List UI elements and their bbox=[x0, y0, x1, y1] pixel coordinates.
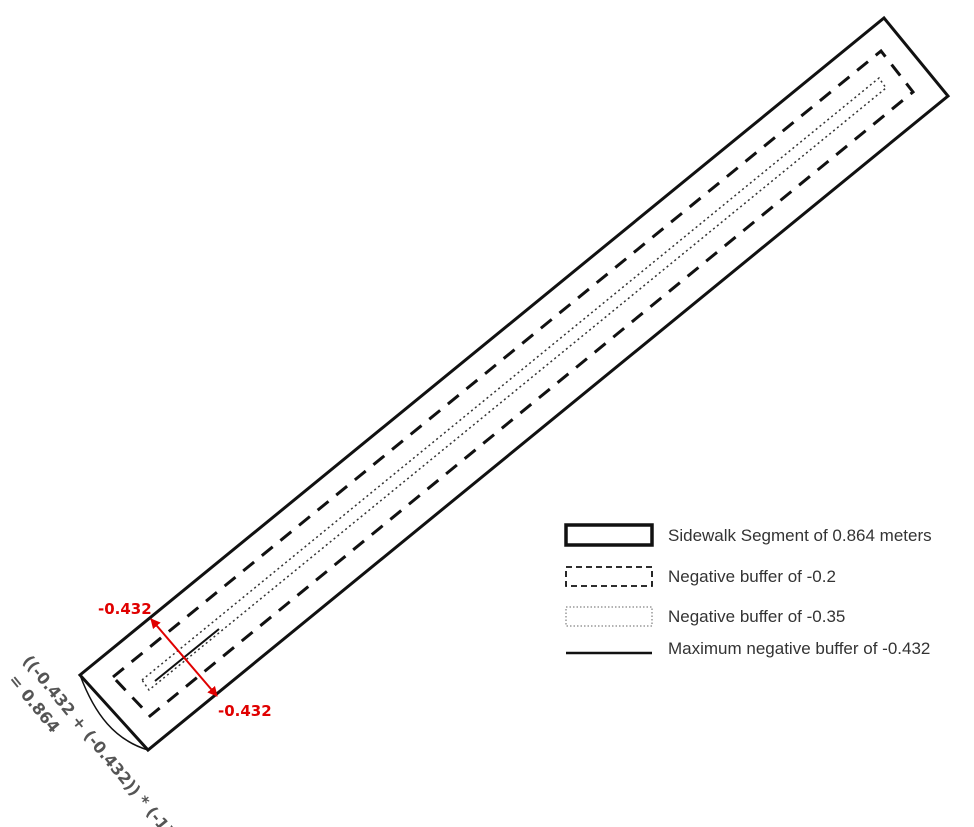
legend-label-sidewalk-segment: Sidewalk Segment of 0.864 meters bbox=[668, 526, 932, 545]
legend-label-negative-buffer-0.35: Negative buffer of -0.35 bbox=[668, 607, 845, 626]
legend-swatch-dashed bbox=[565, 566, 653, 587]
legend-item-negative-buffer-0.2: Negative buffer of -0.2 bbox=[565, 566, 836, 587]
legend-label-maximum-negative-buffer: Maximum negative buffer of -0.432 bbox=[668, 639, 930, 658]
negative-buffer-0.2-outline bbox=[110, 48, 916, 719]
bottom-measure-label: -0.432 bbox=[218, 702, 272, 720]
legend-item-sidewalk-segment: Sidewalk Segment of 0.864 meters bbox=[564, 523, 932, 547]
top-measure-label: -0.432 bbox=[98, 600, 152, 618]
legend-swatch-thick-solid bbox=[564, 523, 654, 547]
legend: Sidewalk Segment of 0.864 meters Negativ… bbox=[564, 523, 932, 658]
width-bracket-curve bbox=[79, 674, 149, 751]
legend-item-maximum-negative-buffer: Maximum negative buffer of -0.432 bbox=[566, 639, 930, 658]
maximum-negative-buffer-line bbox=[154, 628, 220, 682]
formula-line-1: ((-0.432 + (-0.432)) * (-1) bbox=[19, 652, 178, 827]
legend-item-negative-buffer-0.35: Negative buffer of -0.35 bbox=[565, 606, 845, 627]
width-measure-arrow bbox=[150, 618, 218, 697]
negative-buffer-0.35-outline bbox=[140, 76, 888, 692]
legend-label-negative-buffer-0.2: Negative buffer of -0.2 bbox=[668, 567, 836, 586]
legend-swatch-dotted bbox=[565, 606, 653, 627]
sidewalk-segment-outline bbox=[77, 15, 951, 753]
